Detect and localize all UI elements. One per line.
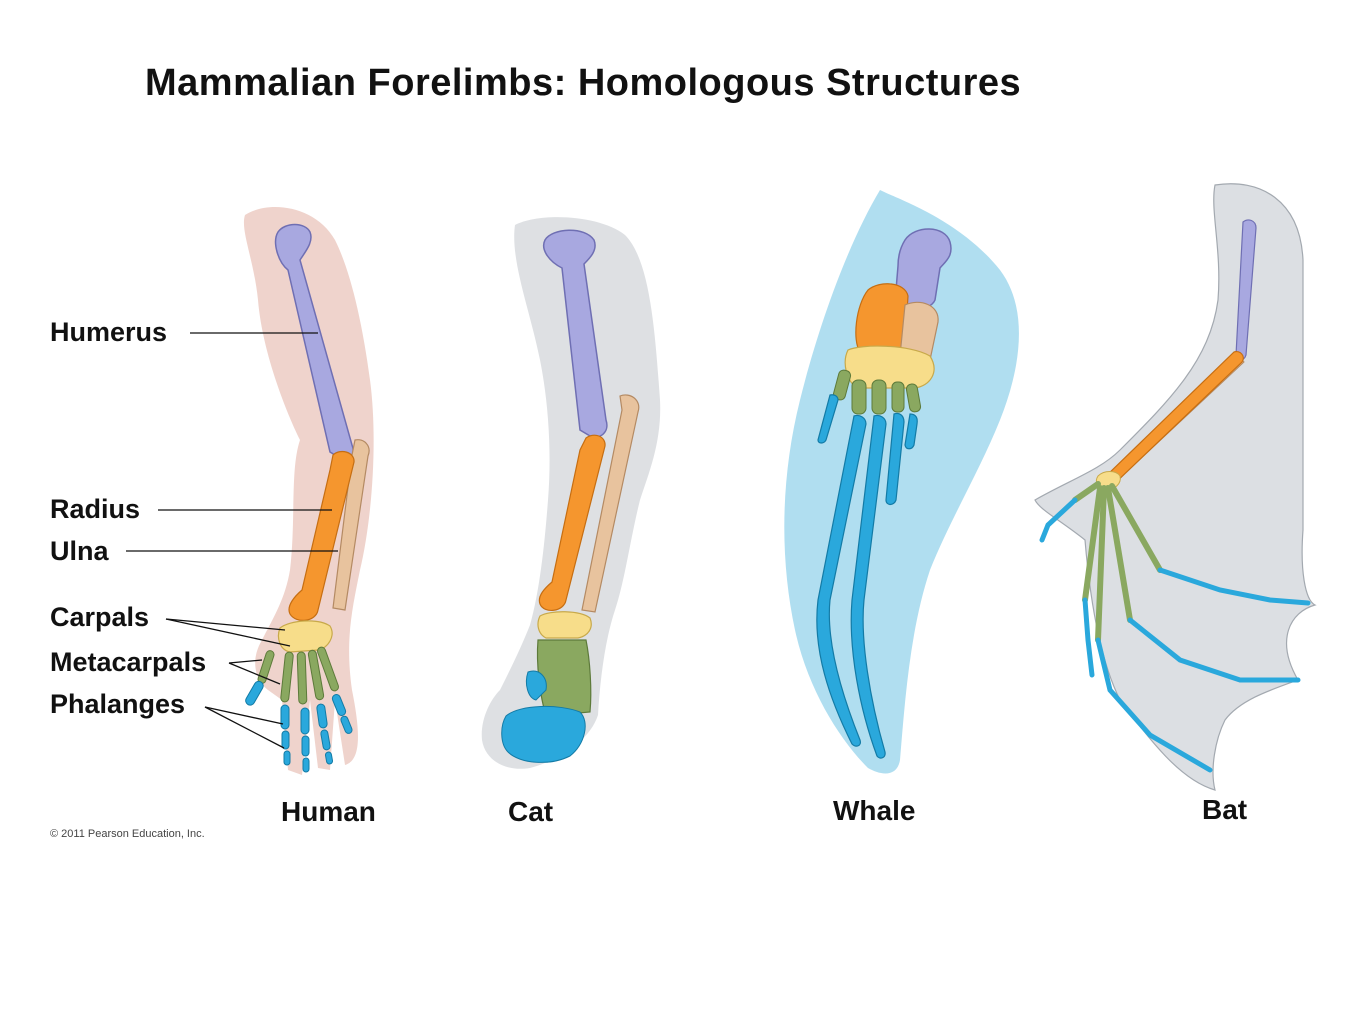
whale-metacarpals [832, 369, 922, 415]
bat-metacarpals [1072, 481, 1163, 643]
human-radius [288, 450, 355, 621]
label-radius: Radius [50, 494, 141, 524]
copyright-notice: © 2011 Pearson Education, Inc. [50, 828, 205, 840]
label-cat: Cat [508, 796, 554, 827]
leader-lines [126, 332, 338, 749]
cat-phalanges [501, 670, 586, 763]
metacarpals-leader-1 [228, 659, 263, 664]
metacarpals-leader-2 [228, 662, 281, 685]
carpals-leader-2 [165, 618, 291, 647]
label-humerus: Humerus [50, 317, 168, 347]
label-carpals: Carpals [50, 602, 150, 632]
cat-ulna [581, 394, 640, 613]
label-whale: Whale [833, 795, 916, 826]
cat-metacarpals [536, 639, 592, 717]
cat-humerus [543, 229, 608, 438]
human-carpals [277, 620, 333, 653]
whale-humerus [894, 228, 952, 311]
bat-phalanges [1039, 497, 1311, 773]
phalanges-leader-2 [204, 706, 285, 749]
cat-forelimb [481, 217, 661, 769]
human-metacarpals [257, 646, 339, 705]
whale-phalanges [816, 394, 918, 759]
bat-wing-membrane [1034, 183, 1317, 791]
human-ulna [332, 439, 370, 611]
human-forelimb [243, 207, 374, 776]
label-human: Human [281, 796, 376, 827]
bat-forelimb [1034, 183, 1317, 791]
label-metacarpals: Metacarpals [50, 647, 207, 677]
cat-carpals [537, 611, 592, 639]
label-bat: Bat [1202, 794, 1248, 825]
human-phalanges [245, 680, 353, 773]
whale-flipper-silhouette [784, 190, 1019, 774]
human-humerus [274, 223, 354, 460]
cat-radius [538, 434, 606, 611]
carpals-leader-1 [165, 618, 286, 631]
human-arm-silhouette [243, 207, 374, 776]
label-phalanges: Phalanges [50, 689, 186, 719]
diagram-title: Mammalian Forelimbs: Homologous Structur… [145, 62, 1022, 104]
whale-forelimb [784, 190, 1019, 774]
label-ulna: Ulna [50, 536, 109, 566]
phalanges-leader-1 [204, 706, 284, 725]
